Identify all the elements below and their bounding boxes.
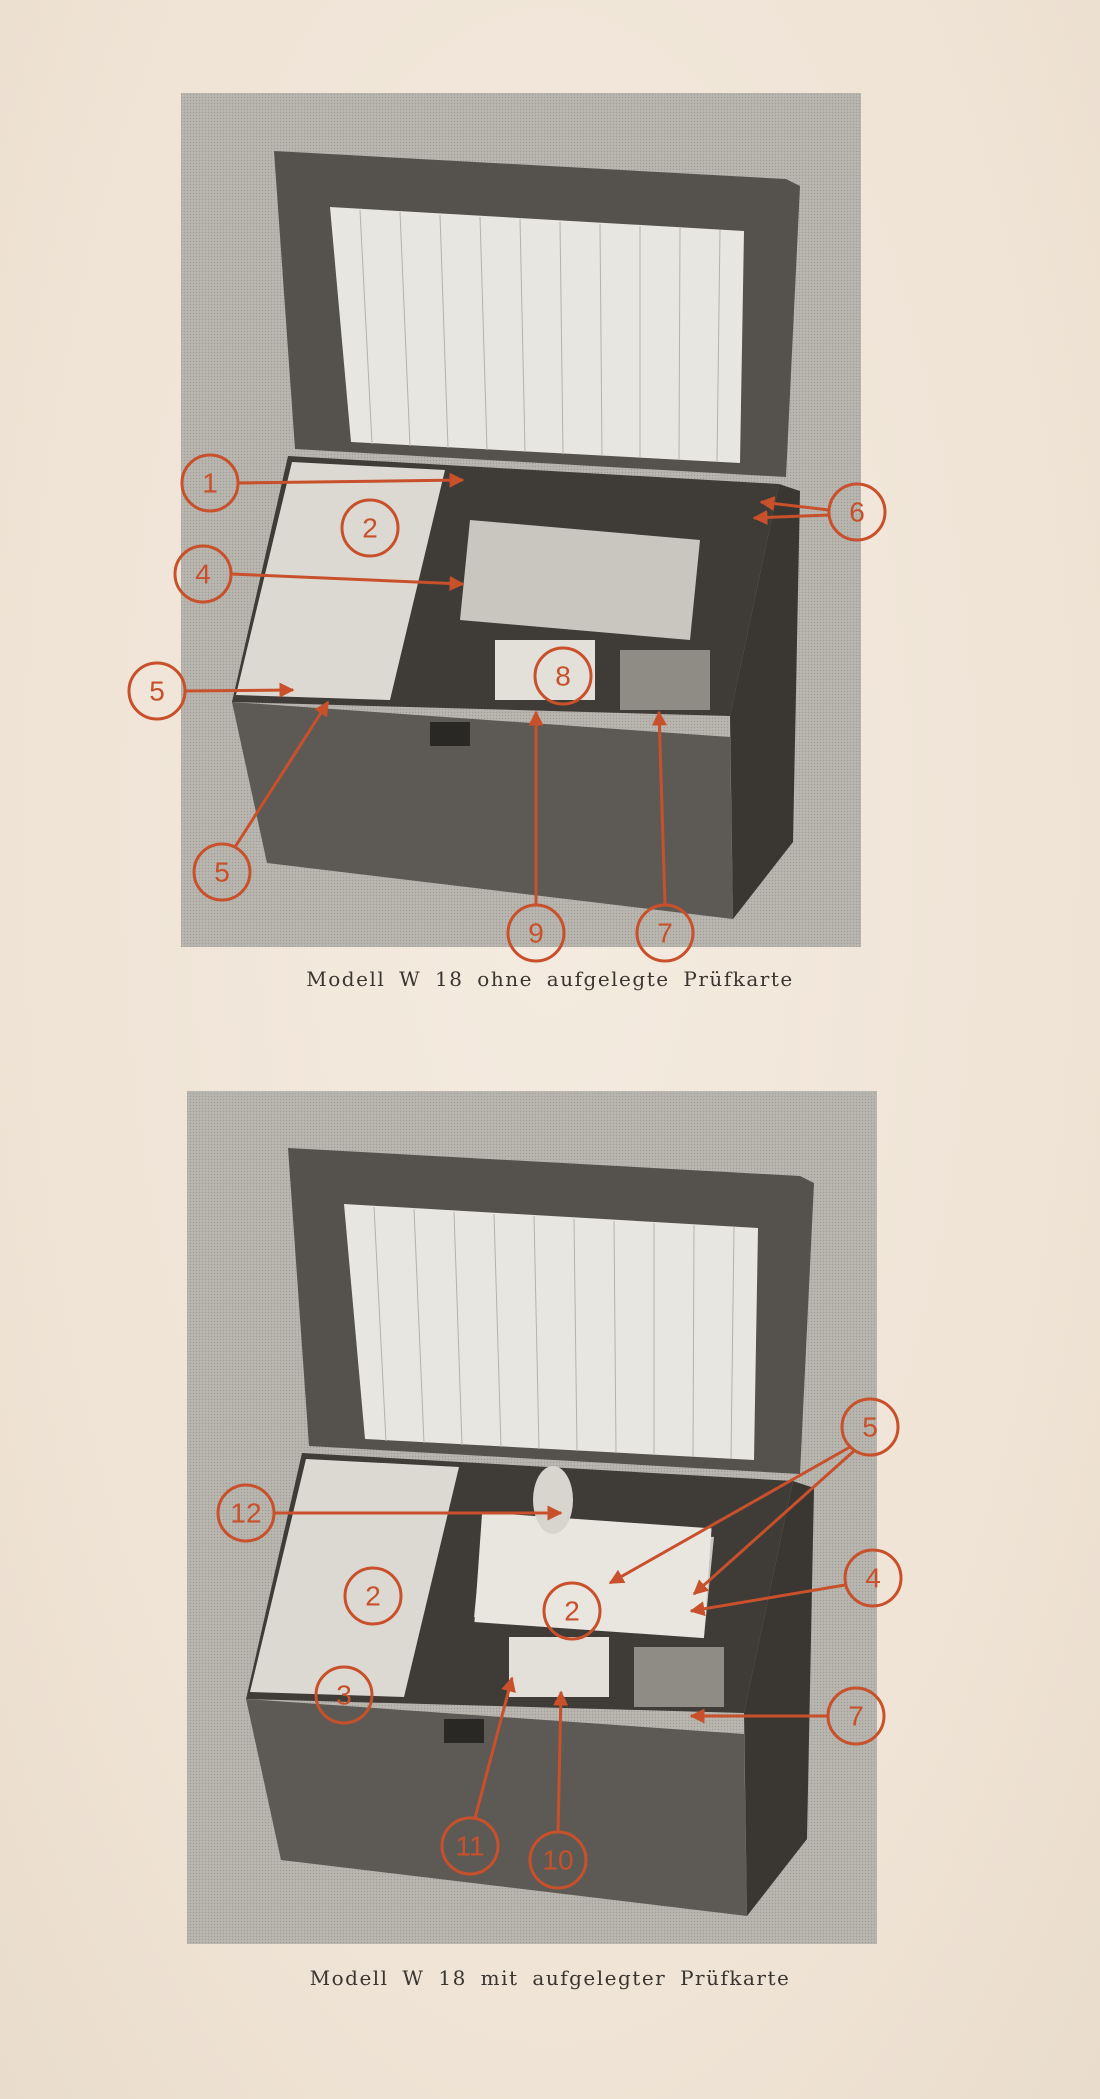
callout-number: 12 (230, 1498, 261, 1529)
callout-number: 4 (865, 1563, 881, 1594)
callout-number: 9 (528, 918, 544, 949)
figure-caption-bottom: Modell W 18 mit aufgelegter Prüfkarte (309, 1966, 791, 1990)
callout-number: 7 (848, 1701, 864, 1732)
callout-number: 2 (365, 1581, 381, 1612)
callout-number: 4 (195, 559, 211, 590)
callout-number: 2 (564, 1596, 580, 1627)
callout-number: 1 (202, 468, 218, 499)
figure-caption-top: Modell W 18 ohne aufgelegte Prüfkarte (306, 967, 794, 991)
photo-bottom (187, 1091, 877, 1944)
callout-number: 7 (657, 918, 673, 949)
callout-number: 5 (862, 1412, 878, 1443)
callout-number: 3 (336, 1680, 352, 1711)
photo-top (181, 93, 861, 947)
callout-number: 10 (542, 1845, 573, 1876)
callout-number: 2 (362, 513, 378, 544)
callout-number: 6 (849, 497, 865, 528)
callout-number: 8 (555, 661, 571, 692)
callout-number: 5 (149, 676, 165, 707)
callout-number: 11 (455, 1831, 484, 1862)
callout-number: 5 (214, 857, 230, 888)
